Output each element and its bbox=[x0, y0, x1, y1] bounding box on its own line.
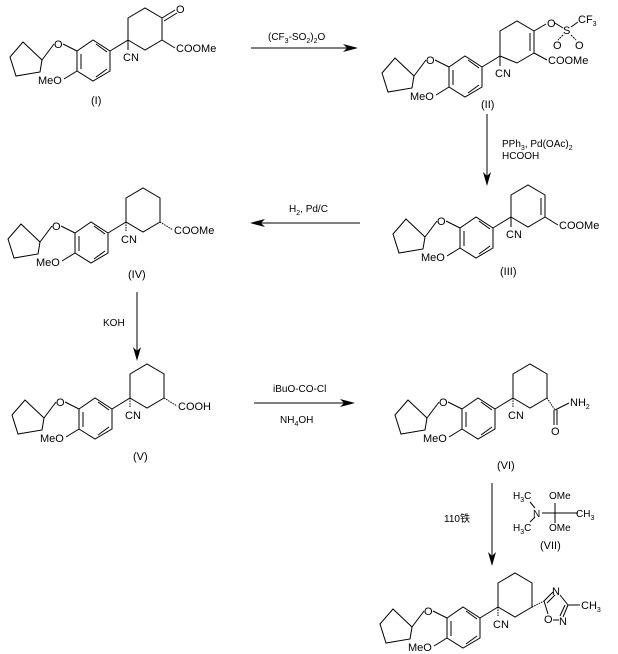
nitrile-label: CN bbox=[495, 68, 511, 80]
oxadiazole-n1: N bbox=[552, 586, 560, 598]
oxadiazole-n2: N bbox=[559, 616, 567, 628]
reagent-formic-acid: HCOOH bbox=[502, 151, 539, 162]
methoxy-bottom-label: OMe bbox=[549, 523, 571, 534]
methoxy-label: MeO bbox=[36, 257, 60, 269]
ether-oxygen: O bbox=[56, 397, 65, 409]
ether-oxygen: O bbox=[437, 216, 446, 228]
oxadiazole-oxygen: O bbox=[544, 614, 553, 626]
ester-label: COOMe bbox=[548, 55, 588, 67]
methoxy-label: MeO bbox=[408, 642, 432, 654]
nitrile-label: CN bbox=[123, 52, 139, 64]
nitrile-label: CN bbox=[506, 229, 522, 241]
methoxy-label: MeO bbox=[423, 433, 447, 445]
reagent-triflic-anhydride: (CF3-SO2)2O bbox=[268, 32, 326, 45]
step-V-to-VI: iBuO-CO-Cl NH4OH bbox=[254, 384, 355, 428]
cf3-label: CF3 bbox=[578, 14, 597, 28]
reagent-pph3-pdoac2: PPh3, Pd(OAc)2 bbox=[502, 139, 573, 152]
nitrogen-label: N bbox=[533, 509, 540, 520]
compound-III: O MeO COOMe CN (III) bbox=[392, 184, 599, 278]
reaction-temperature: 110铁 bbox=[444, 512, 470, 525]
nitrile-label: CN bbox=[493, 619, 509, 631]
compound-V: O MeO COOH CN (V) bbox=[11, 363, 211, 463]
compound-VI: O MeO NH2 O CN (VI) bbox=[394, 363, 590, 472]
amide-oxygen: O bbox=[551, 426, 560, 438]
nitrile-label: CN bbox=[125, 410, 141, 422]
methoxy-top-label: OMe bbox=[549, 491, 571, 502]
step-I-to-II: (CF3-SO2)2O bbox=[251, 32, 358, 52]
compound-label-III: (III) bbox=[500, 266, 517, 278]
methyl-bottom-label: H3C bbox=[513, 523, 531, 536]
step-II-to-III: PPh3, Pd(OAc)2 HCOOH bbox=[483, 114, 573, 186]
compound-II: O MeO O S CF3 O O COOMe CN (II) bbox=[381, 14, 597, 111]
step-III-to-IV: H2, Pd/C bbox=[250, 204, 360, 227]
compound-label-VII: (VII) bbox=[540, 540, 561, 552]
ester-label: COOMe bbox=[176, 43, 216, 55]
reagent-h2-pdc: H2, Pd/C bbox=[289, 204, 328, 217]
compound-IV: O MeO COOMe CN (IV) bbox=[7, 187, 214, 281]
ether-oxygen: O bbox=[424, 606, 433, 618]
compound-label-VI: (VI) bbox=[497, 460, 515, 472]
nitrile-label: CN bbox=[121, 234, 137, 246]
ester-label: COOMe bbox=[559, 220, 599, 232]
compound-I: O MeO O COOMe CN (I) bbox=[9, 4, 216, 107]
methoxy-label: MeO bbox=[421, 252, 445, 264]
compound-label-V: (V) bbox=[133, 451, 148, 463]
methyl-label: CH3 bbox=[581, 600, 601, 614]
ether-oxygen: O bbox=[439, 397, 448, 409]
reagent-isobutyl-chloroformate: iBuO-CO-Cl bbox=[273, 384, 326, 395]
ether-oxygen: O bbox=[54, 39, 63, 51]
methoxy-label: MeO bbox=[38, 75, 62, 87]
step-VI-to-final: 110铁 bbox=[444, 483, 496, 566]
step-IV-to-V: KOH bbox=[103, 292, 141, 361]
ether-oxygen: O bbox=[426, 55, 435, 67]
ch3-label: CH3 bbox=[576, 509, 594, 522]
reagent-ammonium-hydroxide: NH4OH bbox=[280, 415, 313, 428]
nitrile-label: CN bbox=[508, 410, 524, 422]
amide-nitrogen: NH2 bbox=[570, 397, 590, 411]
ketone-oxygen: O bbox=[176, 4, 185, 16]
reagent-koh: KOH bbox=[103, 318, 125, 329]
ether-oxygen: O bbox=[52, 221, 61, 233]
compound-final: O MeO N O N CH3 CN bbox=[379, 572, 601, 654]
sulfonyl-oxygen-2: O bbox=[575, 40, 584, 52]
methoxy-label: MeO bbox=[40, 433, 64, 445]
sulfur-label: S bbox=[563, 25, 570, 37]
compound-label-IV: (IV) bbox=[128, 269, 146, 281]
sulfonyl-oxygen-1: O bbox=[553, 40, 562, 52]
compound-label-II: (II) bbox=[481, 99, 494, 111]
reagent-VII: H3C H3C N OMe OMe CH3 (VII) bbox=[513, 491, 594, 552]
methoxy-label: MeO bbox=[410, 91, 434, 103]
ester-label: COOMe bbox=[174, 225, 214, 237]
acid-label: COOH bbox=[178, 401, 211, 413]
compound-label-I: (I) bbox=[91, 95, 101, 107]
triflate-oxygen: O bbox=[547, 18, 556, 30]
methyl-top-label: H3C bbox=[513, 491, 531, 504]
